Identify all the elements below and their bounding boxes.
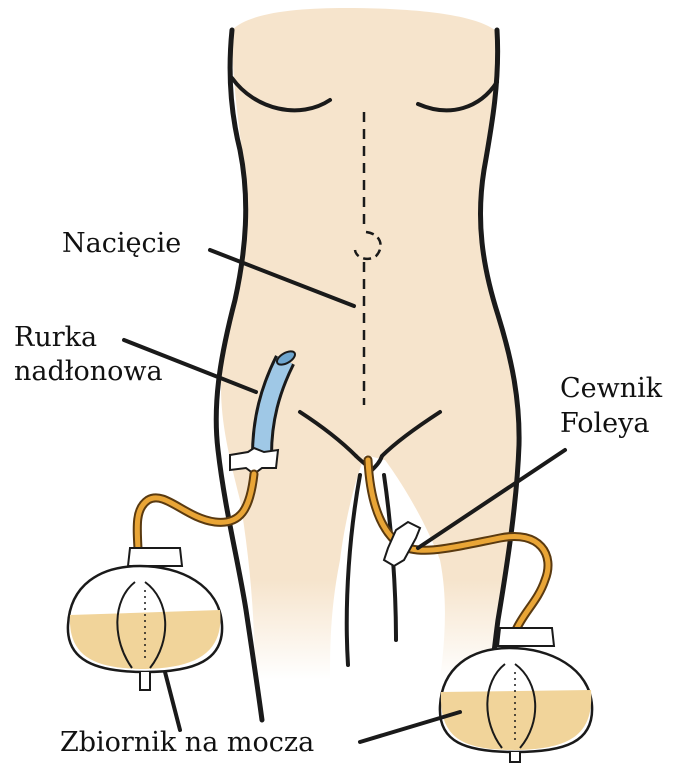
label-suprapubic-line2: nadłonowa [14,356,163,388]
torso-fill [221,8,520,680]
label-suprapubic-line1: Rurka [14,322,97,354]
label-urine-bags: Zbiornik na mocza [60,727,314,759]
urine-bag-left-outlet [140,672,150,690]
label-foley-line1: Cewnik [560,373,662,405]
urine-bag-left-hanger [128,548,182,566]
torso [216,8,520,720]
urine-bag-right-hanger [498,628,554,646]
label-foley-line2: Foleya [560,408,649,440]
urine-bag-left [68,548,222,690]
leader-bag-left [165,672,180,730]
label-incision: Nacięcie [62,228,181,260]
urine-bag-right-outlet [510,752,520,762]
